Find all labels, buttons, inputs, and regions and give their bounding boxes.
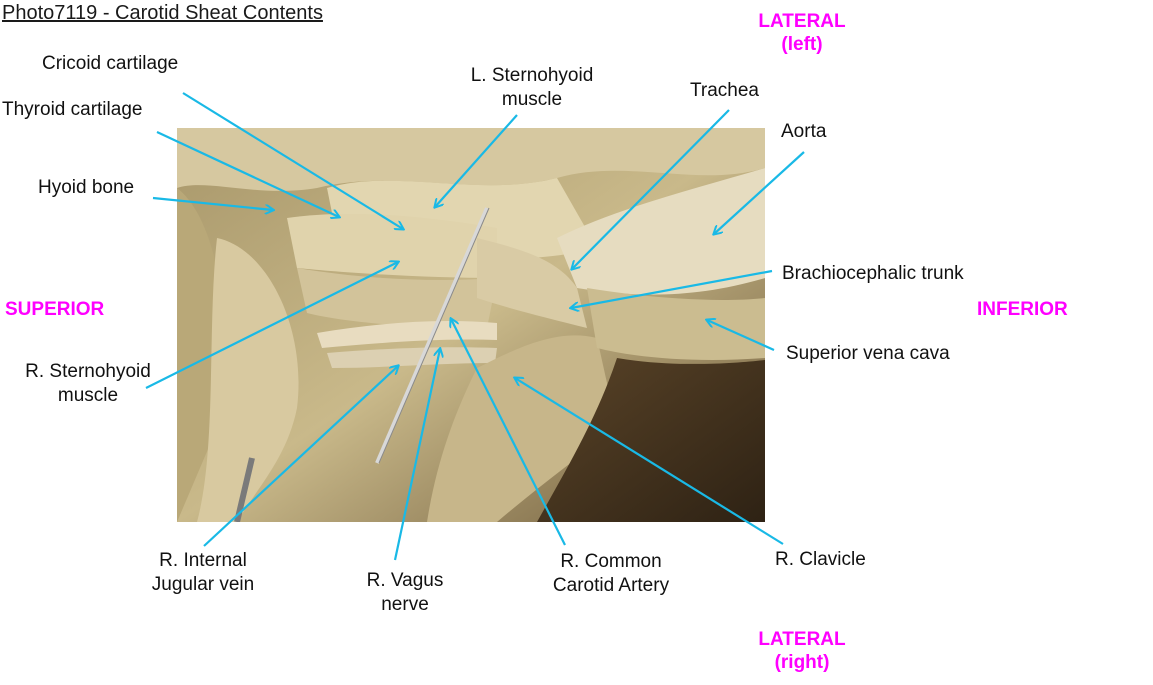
orientation-top: LATERAL (left) — [742, 10, 862, 56]
label-l-sternohyoid: L. Sternohyoid muscle — [452, 64, 612, 112]
label-hyoid-bone: Hyoid bone — [38, 177, 135, 198]
dissection-photo — [177, 128, 765, 522]
orientation-bottom-line1: LATERAL — [758, 629, 846, 650]
orientation-bottom-line2: (right) — [774, 652, 830, 673]
label-thyroid-cartilage: Thyroid cartilage — [2, 99, 143, 120]
label-r-sternohyoid-line1: R. Sternohyoid — [25, 361, 151, 382]
orientation-right: INFERIOR — [977, 299, 1068, 320]
label-r-ijv-line1: R. Internal — [159, 550, 247, 571]
label-r-sternohyoid-line2: muscle — [57, 385, 119, 406]
photo-icon — [177, 128, 765, 522]
label-r-common-carotid: R. Common Carotid Artery — [536, 550, 686, 598]
label-l-sternohyoid-line1: L. Sternohyoid — [470, 65, 594, 86]
label-r-sternohyoid: R. Sternohyoid muscle — [10, 360, 166, 408]
label-r-cca-line1: R. Common — [560, 551, 662, 572]
label-l-sternohyoid-line2: muscle — [501, 89, 563, 110]
label-r-vagus: R. Vagus nerve — [345, 569, 465, 617]
label-r-vagus-line1: R. Vagus — [366, 570, 444, 591]
label-r-cca-line2: Carotid Artery — [552, 575, 670, 596]
orientation-top-line1: LATERAL — [758, 11, 846, 32]
label-aorta: Aorta — [781, 121, 827, 142]
orientation-left: SUPERIOR — [5, 299, 105, 320]
label-brachiocephalic-trunk: Brachiocephalic trunk — [782, 263, 964, 284]
orientation-top-line2: (left) — [781, 34, 823, 55]
label-r-clavicle: R. Clavicle — [775, 549, 866, 570]
label-cricoid-cartilage: Cricoid cartilage — [42, 53, 179, 74]
figure-title: Photo7119 - Carotid Sheat Contents — [2, 2, 323, 24]
label-r-vagus-line2: nerve — [381, 594, 429, 615]
label-trachea: Trachea — [690, 80, 759, 101]
orientation-bottom: LATERAL (right) — [742, 628, 862, 674]
label-r-internal-jugular: R. Internal Jugular vein — [138, 549, 268, 597]
label-r-ijv-line2: Jugular vein — [151, 574, 255, 595]
label-superior-vena-cava: Superior vena cava — [786, 343, 950, 364]
